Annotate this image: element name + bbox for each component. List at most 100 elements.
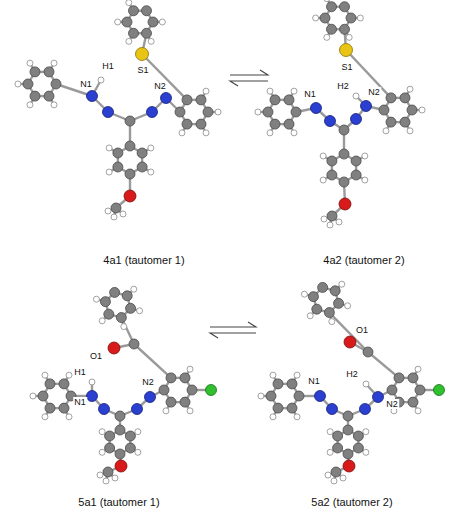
atom-ball [105,431,115,441]
atom-ball [103,478,109,484]
atom-ball [115,411,125,421]
atom-ball [110,287,120,297]
atom-ball [87,91,98,102]
atom-label: N2 [367,87,381,97]
atom-ball [196,95,206,105]
equilibrium-arrow [210,322,256,338]
atom-ball [345,303,351,309]
atom-ball [336,219,342,225]
atom-ball [339,125,349,135]
atom-ball [27,60,33,66]
atom-ball [115,425,125,435]
atom-ball [129,6,139,16]
atom-ball [129,339,139,349]
atom-ball [163,408,169,414]
atom-ball [93,296,99,302]
atom-ball [324,0,330,2]
atom-ball [44,67,54,77]
atom-ball [334,298,344,308]
atom-ball [103,107,114,118]
compound-caption: 4a1 (tautomer 1) [60,254,228,266]
atom-ball [313,15,319,21]
atom-ball [182,119,192,129]
atom-ball [180,373,190,383]
atom-ball [122,291,132,301]
atom-ball [99,404,110,415]
atom-ball [340,44,353,57]
atom-label: H1 [73,367,87,377]
atom-ball [407,128,413,134]
atom-ball [343,411,353,421]
atom-label: O1 [355,325,369,335]
atom-ball [284,95,294,105]
bond-stick [368,352,399,378]
atom-ball [51,79,61,89]
atom-label: N2 [385,399,399,409]
atom-ball [318,282,328,292]
atom-ball [343,449,353,459]
atom-ball [126,38,132,44]
atom-balls [15,0,445,484]
atom-ball [333,431,343,441]
bond-sticks [18,0,439,481]
atom-ball [196,119,206,129]
atom-ball [187,385,197,395]
atom-ball [106,169,112,175]
atom-ball [147,107,158,118]
atom-ball [373,392,384,403]
atom-ball [66,414,72,420]
atom-ball [137,162,147,172]
atom-ball [105,208,111,214]
atom-ball [327,24,337,34]
bond-stick [346,50,391,98]
atom-ball [340,24,350,34]
atom-ball [324,308,334,318]
atom-ball [339,281,345,287]
molecule-panel: 4a1 (tautomer 1) [60,0,228,266]
atom-ball [351,170,361,180]
atom-label: N1 [307,376,321,386]
atom-label: S1 [340,62,353,72]
molecule-panel: 5a1 (tautomer 1) [30,272,208,508]
atom-ball [351,156,361,166]
equilibrium-half-arrow [210,322,256,327]
atom-ball [89,379,95,385]
atom-ball [99,429,105,435]
atom-ball [294,414,300,420]
atom-label: N1 [73,397,87,407]
atom-ball [180,397,190,407]
atom-ball [120,211,126,217]
atom-ball [346,34,352,40]
atom-ball [159,385,169,395]
equilibrium-half-arrow [230,81,268,86]
atom-ball [343,425,353,435]
atom-ball [321,216,327,222]
atom-ball [23,79,33,89]
atom-ball [339,198,351,210]
atom-ball [59,403,69,413]
atom-ball [327,2,337,12]
atom-ball [267,88,273,94]
atom-ball [148,169,154,175]
compound-caption: 4a2 (tautomer 2) [270,254,458,266]
atom-ball [329,319,335,325]
equilibrium-half-arrow [210,333,256,338]
atom-ball [135,429,141,435]
atom-ball [363,449,369,455]
atom-ball [307,313,313,319]
atom-ball [340,2,350,12]
atom-ball [255,109,261,115]
atom-ball [273,403,283,413]
atom-ball [331,478,337,484]
atom-ball [121,324,127,330]
atom-ball [112,475,118,481]
atom-ball [327,211,337,221]
atom-ball [124,190,136,202]
compound-caption: 5a2 (tautomer 2) [258,496,446,508]
atom-ball [137,308,143,314]
atom-ball [330,286,340,296]
atom-ball [45,379,55,389]
atom-label: N2 [141,377,155,387]
atom-label: S1 [136,65,149,75]
atom-ball [284,119,294,129]
